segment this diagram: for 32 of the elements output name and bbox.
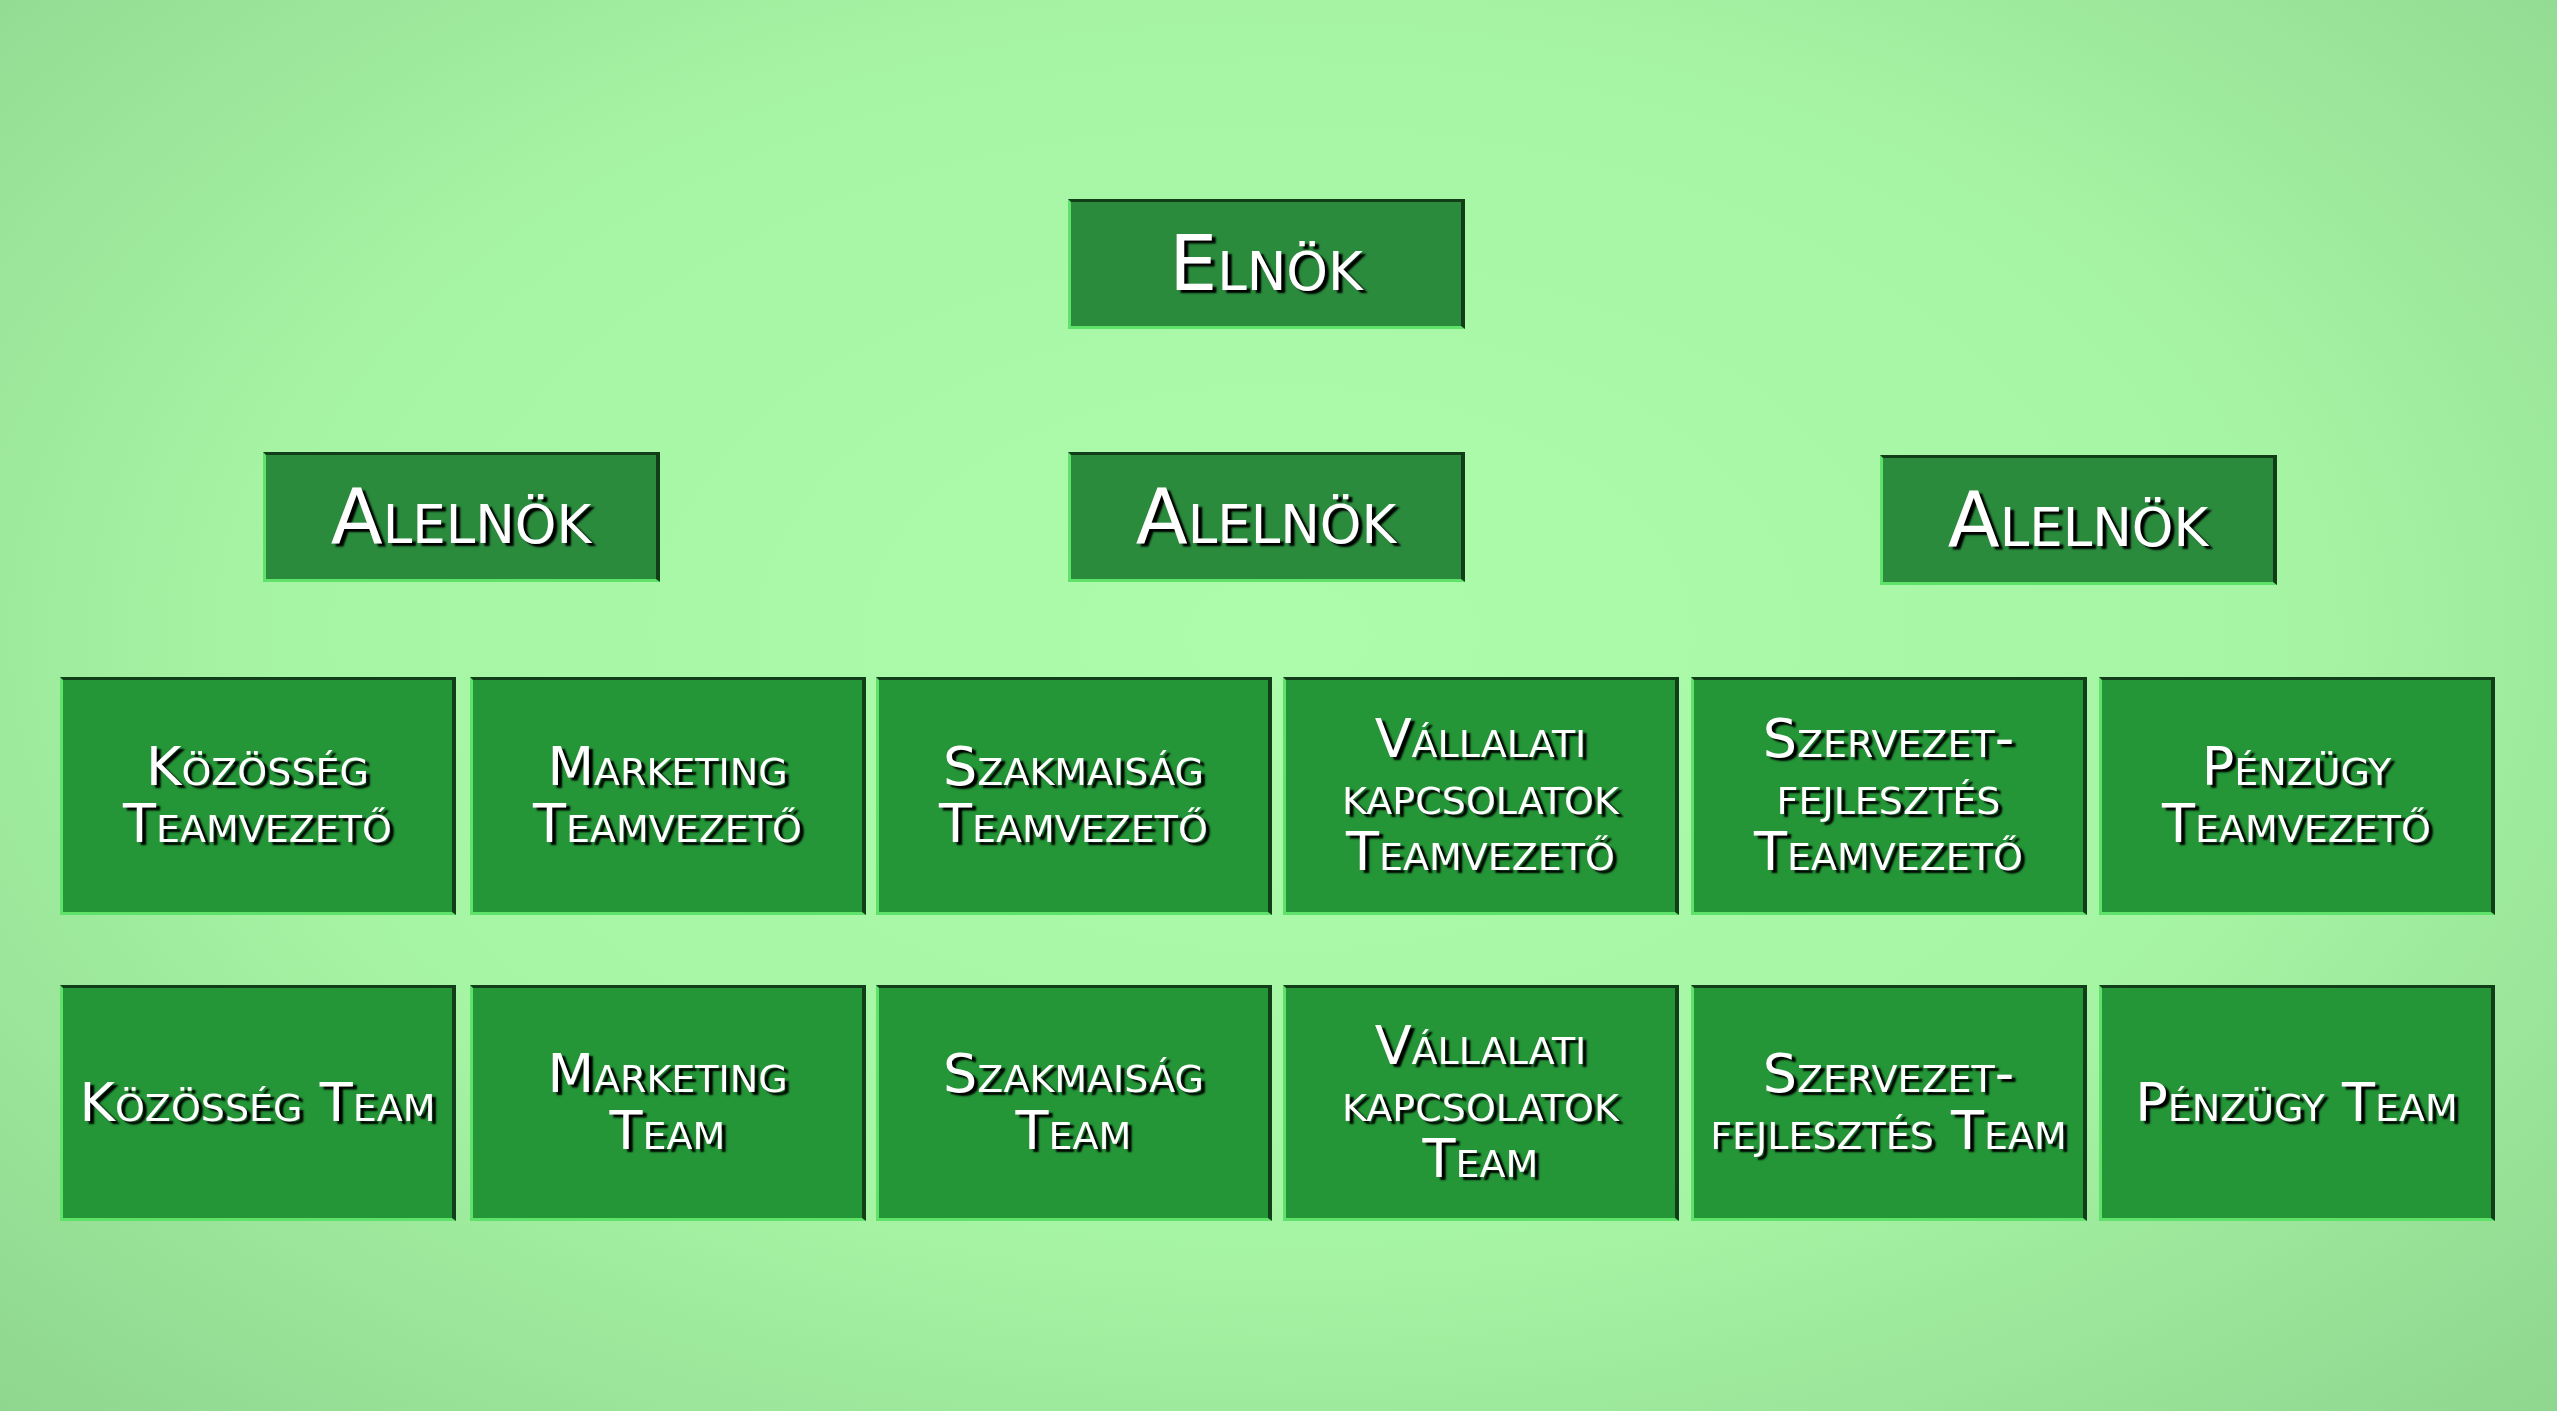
role-label: Szakmaiság Teamvezető bbox=[937, 739, 1209, 853]
role-label: Marketing Teamvezető bbox=[531, 739, 803, 853]
role-label: Szakmaiság Team bbox=[942, 1046, 1205, 1160]
team-box bbox=[1691, 985, 2087, 1221]
team-box bbox=[876, 677, 1272, 915]
team-box bbox=[470, 677, 866, 915]
role-label: Közösség Team bbox=[78, 1074, 437, 1132]
role-title: Alelnök bbox=[1946, 480, 2210, 560]
role-title: Alelnök bbox=[1134, 477, 1398, 557]
role-label: Marketing Team bbox=[546, 1046, 789, 1160]
role-label: Szervezet-fejlesztés Teamvezető bbox=[1752, 710, 2024, 882]
title-box bbox=[263, 452, 660, 582]
role-label: Vállalati kapcsolatok Teamvezető bbox=[1341, 710, 1621, 882]
team-box bbox=[2099, 677, 2495, 915]
title-box bbox=[1068, 452, 1465, 582]
team-box bbox=[60, 677, 456, 915]
team-box bbox=[60, 985, 456, 1221]
role-label: Közösség Teamvezető bbox=[121, 739, 393, 853]
role-label: Pénzügy Team bbox=[2134, 1074, 2459, 1132]
team-box bbox=[876, 985, 1272, 1221]
team-box bbox=[1691, 677, 2087, 915]
role-title: Elnök bbox=[1168, 224, 1365, 304]
title-box bbox=[1068, 199, 1465, 329]
team-box bbox=[470, 985, 866, 1221]
role-label: Szervezet-fejlesztés Team bbox=[1709, 1046, 2068, 1160]
role-label: Pénzügy Teamvezető bbox=[2160, 739, 2432, 853]
team-box bbox=[2099, 985, 2495, 1221]
role-label: Vállalati kapcsolatok Team bbox=[1341, 1017, 1621, 1189]
team-box bbox=[1283, 677, 1679, 915]
team-box bbox=[1283, 985, 1679, 1221]
role-title: Alelnök bbox=[329, 477, 593, 557]
title-box bbox=[1880, 455, 2277, 585]
